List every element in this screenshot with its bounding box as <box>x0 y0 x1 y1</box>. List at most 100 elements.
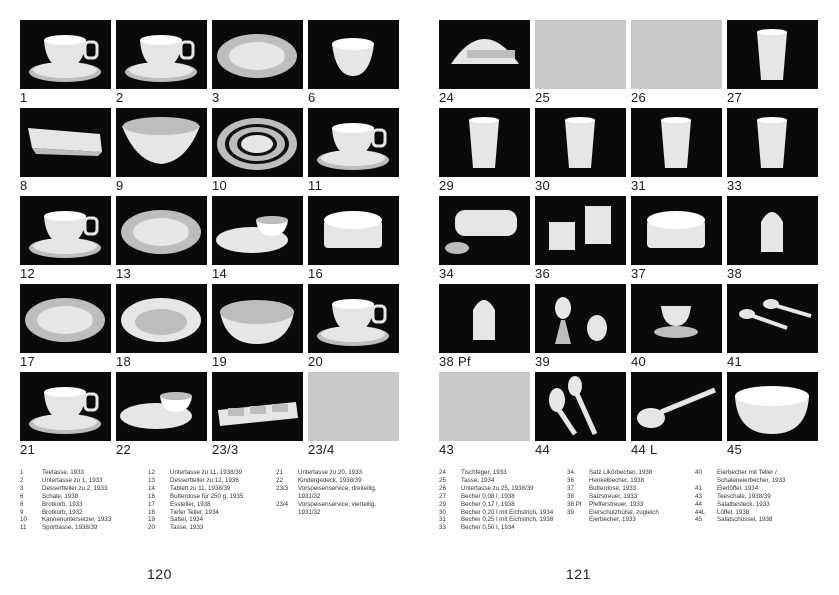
caption-number: 18 <box>148 508 155 516</box>
tile-number: 44 <box>535 442 551 457</box>
tile-number: 45 <box>727 442 743 457</box>
caption-text: Vorspeisenservice, vierteilig, <box>298 500 377 508</box>
catalog-tile: 37 <box>631 196 722 284</box>
caption-number: 27 <box>439 492 446 500</box>
tile-number: 8 <box>20 178 28 193</box>
caption-number: 1 <box>20 469 24 476</box>
catalog-tile: 44 L <box>631 372 722 460</box>
product-photo <box>631 196 722 265</box>
catalog-tile: 23/3 <box>212 372 303 460</box>
caption-number: 14 <box>148 484 155 492</box>
caption-row: Schaleneierbecher, 1933 <box>695 477 785 485</box>
caption-number: 6 <box>20 492 24 500</box>
caption-number: 23/3 <box>276 484 289 492</box>
caption-text: Essteller, 1938 <box>170 500 211 508</box>
caption-number: 33 <box>439 524 446 532</box>
caption-text: Untertasse zu 25, 1938/39 <box>461 484 534 492</box>
caption-text: Schaleneierbecher, 1933 <box>717 476 786 484</box>
tile-number: 25 <box>535 90 551 105</box>
caption-text: Löffel, 1938 <box>717 508 750 516</box>
caption-text: Tischfeger, 1933 <box>461 469 507 476</box>
caption-text: Becher 0,25 l mit Eichstrich, 1938 <box>461 516 554 524</box>
catalog-tile: 11 <box>308 108 399 196</box>
tile-number: 1 <box>20 90 28 105</box>
caption-number <box>695 477 717 485</box>
tile-number: 44 L <box>631 442 658 457</box>
caption-row: 30 Becher 0,20 l mit Eichstrich, 1934 <box>439 509 553 517</box>
catalog-tile: 16 <box>308 196 399 284</box>
caption-text: Becher 0,50 l, 1934 <box>461 524 515 532</box>
caption-number: 10 <box>20 516 27 524</box>
product-photo <box>727 372 818 441</box>
caption-text: Becher 0,17 l, 1938 <box>461 500 515 508</box>
caption-number: 16 <box>148 492 155 500</box>
caption-text: Brotkorb, 1932 <box>42 508 83 516</box>
caption-text: Teeschale, 1938/39 <box>717 492 771 500</box>
caption-text: Untertasse zu 11, 1938/39 <box>170 469 243 476</box>
catalog-tile: 17 <box>20 284 111 372</box>
catalog-tile: 22 <box>116 372 207 460</box>
catalog-tile: 26 <box>631 20 722 108</box>
product-photo <box>116 20 207 89</box>
caption-number: 2 <box>20 476 24 484</box>
caption-number: 8 <box>20 500 24 508</box>
product-photo <box>535 372 626 441</box>
product-photo <box>116 108 207 177</box>
caption-number: 41 <box>695 484 702 492</box>
caption-row: 16 Butterdose für 250 g, 1935 <box>148 493 243 501</box>
caption-text: Sattel, 1934 <box>170 516 204 524</box>
caption-row: 2 Untertasse zu 1, 1933 <box>20 477 111 485</box>
product-photo <box>631 372 722 441</box>
caption-text: 1931/32 <box>298 508 321 516</box>
caption-text: Untertasse zu 1, 1933 <box>42 476 103 484</box>
catalog-tile: 39 <box>535 284 626 372</box>
caption-text: Dessertteller zu 2, 1933 <box>42 484 108 492</box>
tile-number: 16 <box>308 266 324 281</box>
caption-text: Salatbesteck, 1933 <box>717 500 770 508</box>
catalog-tile: 40 <box>631 284 722 372</box>
catalog-tile: 2 <box>116 20 207 108</box>
tile-number: 23/4 <box>308 442 335 457</box>
caption-number: 21 <box>276 469 283 476</box>
catalog-tile: 34 <box>439 196 530 284</box>
tile-number: 30 <box>535 178 551 193</box>
caption-text: Eierbecher mit Teller / <box>717 469 777 476</box>
caption-row: 33 Becher 0,50 l, 1934 <box>439 524 553 532</box>
product-photo <box>20 196 111 265</box>
tile-number: 9 <box>116 178 124 193</box>
caption-text: Butterdose für 250 g, 1935 <box>170 492 244 500</box>
caption-row: Eierbecher, 1933 <box>567 516 659 524</box>
catalog-tile: 44 <box>535 372 626 460</box>
product-photo <box>308 284 399 353</box>
caption-number: 13 <box>148 476 155 484</box>
catalog-tile: 23/4 <box>308 372 399 460</box>
caption-number: 20 <box>148 524 155 532</box>
product-photo <box>308 108 399 177</box>
page-number-right: 121 <box>566 566 591 582</box>
catalog-tile: 3 <box>212 20 303 108</box>
caption-row: 21 Untertasse zu 20, 1933 <box>276 469 376 477</box>
caption-text: Becher 0,20 l mit Eichstrich, 1934 <box>461 508 554 516</box>
caption-text: Untertasse zu 20, 1933 <box>298 469 362 476</box>
caption-number: 39 <box>567 508 574 516</box>
caption-number: 30 <box>439 508 446 516</box>
